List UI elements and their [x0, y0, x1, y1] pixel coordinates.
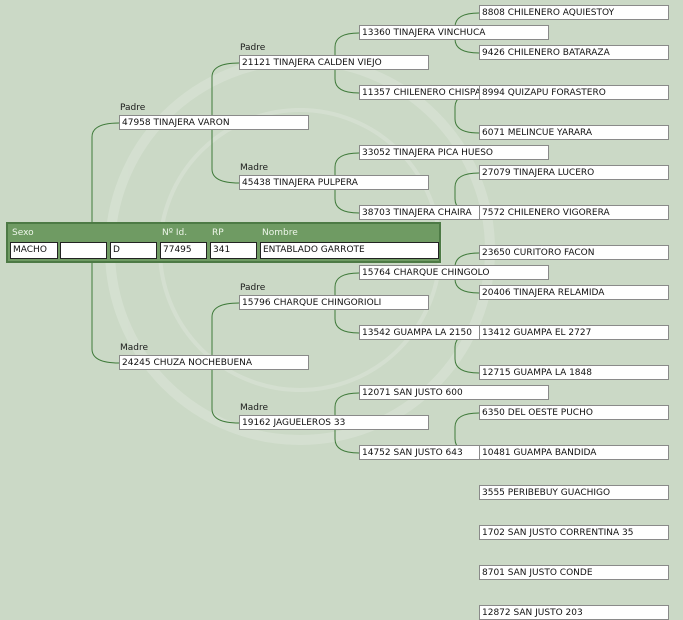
ancestor-box[interactable]: 1702 SAN JUSTO CORRENTINA 35	[479, 525, 669, 540]
padre-label: Padre	[120, 103, 146, 113]
ancestor-box[interactable]: 6071 MELINCUE YARARA	[479, 125, 669, 140]
ancestor-box[interactable]: 20406 TINAJERA RELAMIDA	[479, 285, 669, 300]
madre-label: Madre	[240, 403, 269, 413]
rp-header: RP	[212, 228, 224, 238]
field-3[interactable]: D	[110, 242, 157, 259]
ancestor-box[interactable]: 9426 CHILENERO BATARAZA	[479, 45, 669, 60]
nombre-field[interactable]: ENTABLADO GARROTE	[260, 242, 439, 259]
ancestor-box[interactable]: 3555 PERIBEBUY GUACHIGO	[479, 485, 669, 500]
ancestor-box[interactable]: 12715 GUAMPA LA 1848	[479, 365, 669, 380]
ancestor-box[interactable]: 8994 QUIZAPU FORASTERO	[479, 85, 669, 100]
ancestor-box[interactable]: 33052 TINAJERA PICA HUESO	[359, 145, 549, 160]
ancestor-box[interactable]: 12071 SAN JUSTO 600	[359, 385, 549, 400]
field-2[interactable]	[60, 242, 107, 259]
sexo-header: Sexo	[12, 228, 34, 238]
madre-label: Madre	[240, 163, 269, 173]
id-header: Nº Id.	[162, 228, 188, 238]
ancestor-box[interactable]: 8808 CHILENERO AQUIESTOY	[479, 5, 669, 20]
padre-label: Padre	[240, 43, 266, 53]
ancestor-box[interactable]: 13412 GUAMPA EL 2727	[479, 325, 669, 340]
ancestor-box[interactable]: 12872 SAN JUSTO 203	[479, 605, 669, 620]
id-field[interactable]: 77495	[160, 242, 207, 259]
madre-label: Madre	[120, 343, 149, 353]
padre-label: Padre	[240, 283, 266, 293]
sexo-field[interactable]: MACHO	[10, 242, 58, 259]
subject-panel: Sexo Nº Id. RP Nombre MACHO D 77495 341 …	[6, 222, 441, 263]
ancestor-box[interactable]: 19162 JAGUELEROS 33	[239, 415, 429, 430]
ancestor-box[interactable]: 27079 TINAJERA LUCERO	[479, 165, 669, 180]
ancestor-box[interactable]: 15764 CHARQUE CHINGOLO	[359, 265, 549, 280]
ancestor-box[interactable]: 47958 TINAJERA VARON	[119, 115, 309, 130]
ancestor-box[interactable]: 7572 CHILENERO VIGORERA	[479, 205, 669, 220]
ancestor-box[interactable]: 24245 CHUZA NOCHEBUENA	[119, 355, 309, 370]
ancestor-box[interactable]: 23650 CURITORO FACON	[479, 245, 669, 260]
rp-field[interactable]: 341	[210, 242, 257, 259]
ancestor-box[interactable]: 8701 SAN JUSTO CONDE	[479, 565, 669, 580]
ancestor-box[interactable]: 15796 CHARQUE CHINGORIOLI	[239, 295, 429, 310]
nombre-header: Nombre	[262, 228, 298, 238]
ancestor-box[interactable]: 10481 GUAMPA BANDIDA	[479, 445, 669, 460]
ancestor-box[interactable]: 6350 DEL OESTE PUCHO	[479, 405, 669, 420]
ancestor-box[interactable]: 21121 TINAJERA CALDEN VIEJO	[239, 55, 429, 70]
ancestor-box[interactable]: 13360 TINAJERA VINCHUCA	[359, 25, 549, 40]
ancestor-box[interactable]: 45438 TINAJERA PULPERA	[239, 175, 429, 190]
